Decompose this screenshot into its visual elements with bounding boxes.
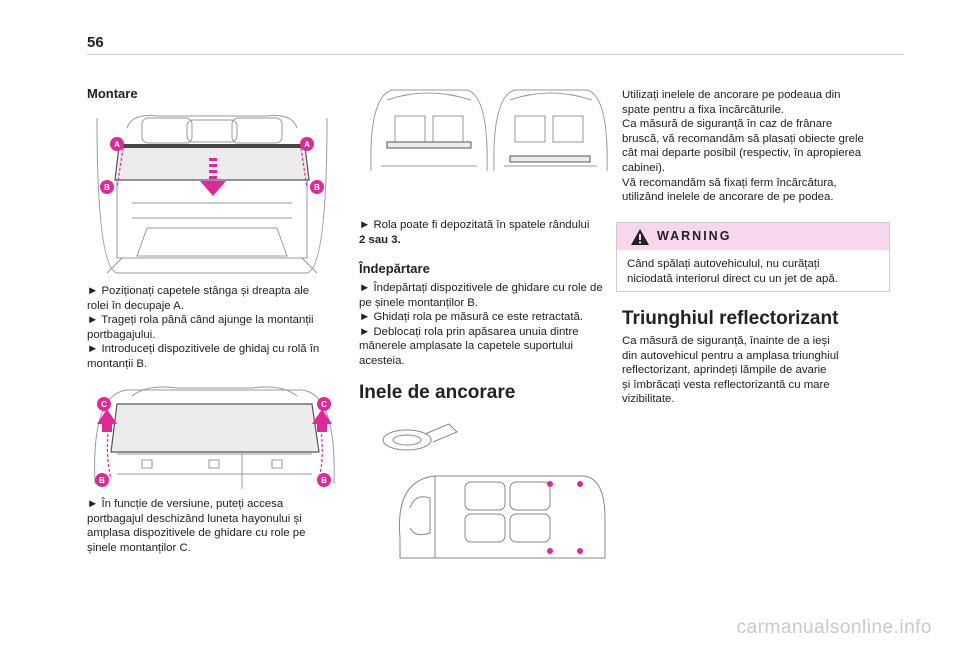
text-line: cabinei). [622, 161, 666, 174]
text-line: ► Rola poate fi depozitată în spatele râ… [359, 219, 590, 231]
text-line: ► Introduceți dispozitivele de ghidaj cu… [87, 343, 320, 356]
fig1-label-b-right: B [314, 183, 320, 192]
text-line: portbagajului. [87, 328, 156, 341]
text-line: ► În funcție de versiune, puteți accesa [87, 498, 284, 510]
cover-storage-illustration [367, 86, 612, 174]
text-line: portbagajul deschizând luneta hayonului … [87, 512, 302, 525]
warning-triangle-icon [631, 229, 649, 245]
text-line: cât mai departe posibil (respectiv, în a… [622, 147, 862, 160]
warning-title: WARNING [657, 229, 732, 243]
page-number: 56 [87, 34, 104, 51]
text-line: montanții B. [87, 357, 148, 370]
text-line: Ca măsură de siguranță în caz de frânare [622, 118, 833, 131]
text-line: reflectorizant, aprindeți lămpile de ava… [622, 364, 827, 377]
anchor-rings-illustration [375, 418, 610, 566]
fig2-label-b-left: B [99, 476, 105, 485]
watermark: carmanualsonline.info [736, 617, 932, 638]
fig2-label-c-left: C [101, 400, 107, 409]
text-line: Vă recomandăm să fixați ferm încărcătura… [622, 176, 837, 189]
section-heading-montare: Montare [87, 86, 138, 101]
section-heading-anchor-rings: Inele de ancorare [359, 382, 516, 403]
section-heading-warning-triangle: Triunghiul reflectorizant [622, 308, 839, 329]
text-line: pe șinele montanților B. [359, 296, 479, 309]
text-line: amplasa dispozitivele de ghidare cu role… [87, 527, 306, 540]
montare-instructions: ► Poziționați capetele stânga și dreapta… [87, 284, 319, 372]
warning-header: WARNING [617, 223, 889, 250]
text-line: spate pentru a fixa încărcăturile. [622, 103, 785, 116]
fig2-label-c-right: C [321, 400, 327, 409]
removal-instructions: ► Îndepărtați dispozitivele de ghidare c… [359, 281, 603, 369]
text-line: utilizând inelele de ancorare de pe pode… [622, 191, 834, 204]
text-line: 2 sau 3. [359, 233, 401, 246]
text-line: vizibilitate. [622, 393, 675, 406]
header-divider [87, 54, 904, 55]
text-line: ► Trageți rola până când ajunge la monta… [87, 314, 314, 327]
storage-instructions: ► Rola poate fi depozitată în spatele râ… [359, 218, 589, 247]
fig1-label-a-left: A [114, 140, 120, 149]
text-line: ► Îndepărtați dispozitivele de ghidare c… [359, 282, 603, 294]
roller-cover-install-illustration: A A B B [87, 108, 337, 278]
warning-text: Când spălați autovehiculul, nu curățați … [627, 257, 838, 286]
text-line: șinele montanților C. [87, 541, 191, 554]
section-heading-removal: Îndepărtare [359, 261, 430, 276]
text-line: bruscă, vă recomandăm să plasați obiecte… [622, 132, 864, 145]
text-line: ► Ghidați rola pe măsură ce este retract… [359, 311, 584, 324]
warning-triangle-text: Ca măsură de siguranță, înainte de a ieș… [622, 334, 839, 407]
fig2-label-b-right: B [321, 476, 327, 485]
text-line: și îmbrăcați vesta reflectorizantă cu ma… [622, 378, 830, 391]
fig1-label-b-left: B [104, 183, 110, 192]
text-line: din autovehicul pentru a amplasa triungh… [622, 349, 839, 362]
text-line: niciodată interiorul direct cu un jet de… [627, 272, 838, 285]
anchor-rings-text: Utilizați inelele de ancorare pe podeaua… [622, 88, 864, 205]
rear-window-access-illustration: C C B B [87, 384, 342, 494]
text-line: rolei în decupaje A. [87, 299, 184, 312]
text-line: acesteia. [359, 354, 405, 367]
rear-window-instructions: ► În funcție de versiune, puteți accesa … [87, 497, 305, 555]
text-line: mânerele amplasate la capetele suportulu… [359, 340, 574, 353]
text-line: ► Poziționați capetele stânga și dreapta… [87, 285, 310, 297]
text-line: Când spălați autovehiculul, nu curățați [627, 258, 820, 270]
text-line: ► Deblocați rola prin apăsarea unuia din… [359, 325, 579, 338]
text-line: Utilizați inelele de ancorare pe podeaua… [622, 89, 841, 101]
fig1-label-a-right: A [304, 140, 310, 149]
warning-box: WARNING Când spălați autovehiculul, nu c… [616, 222, 890, 292]
text-line: Ca măsură de siguranță, înainte de a ieș… [622, 335, 830, 347]
